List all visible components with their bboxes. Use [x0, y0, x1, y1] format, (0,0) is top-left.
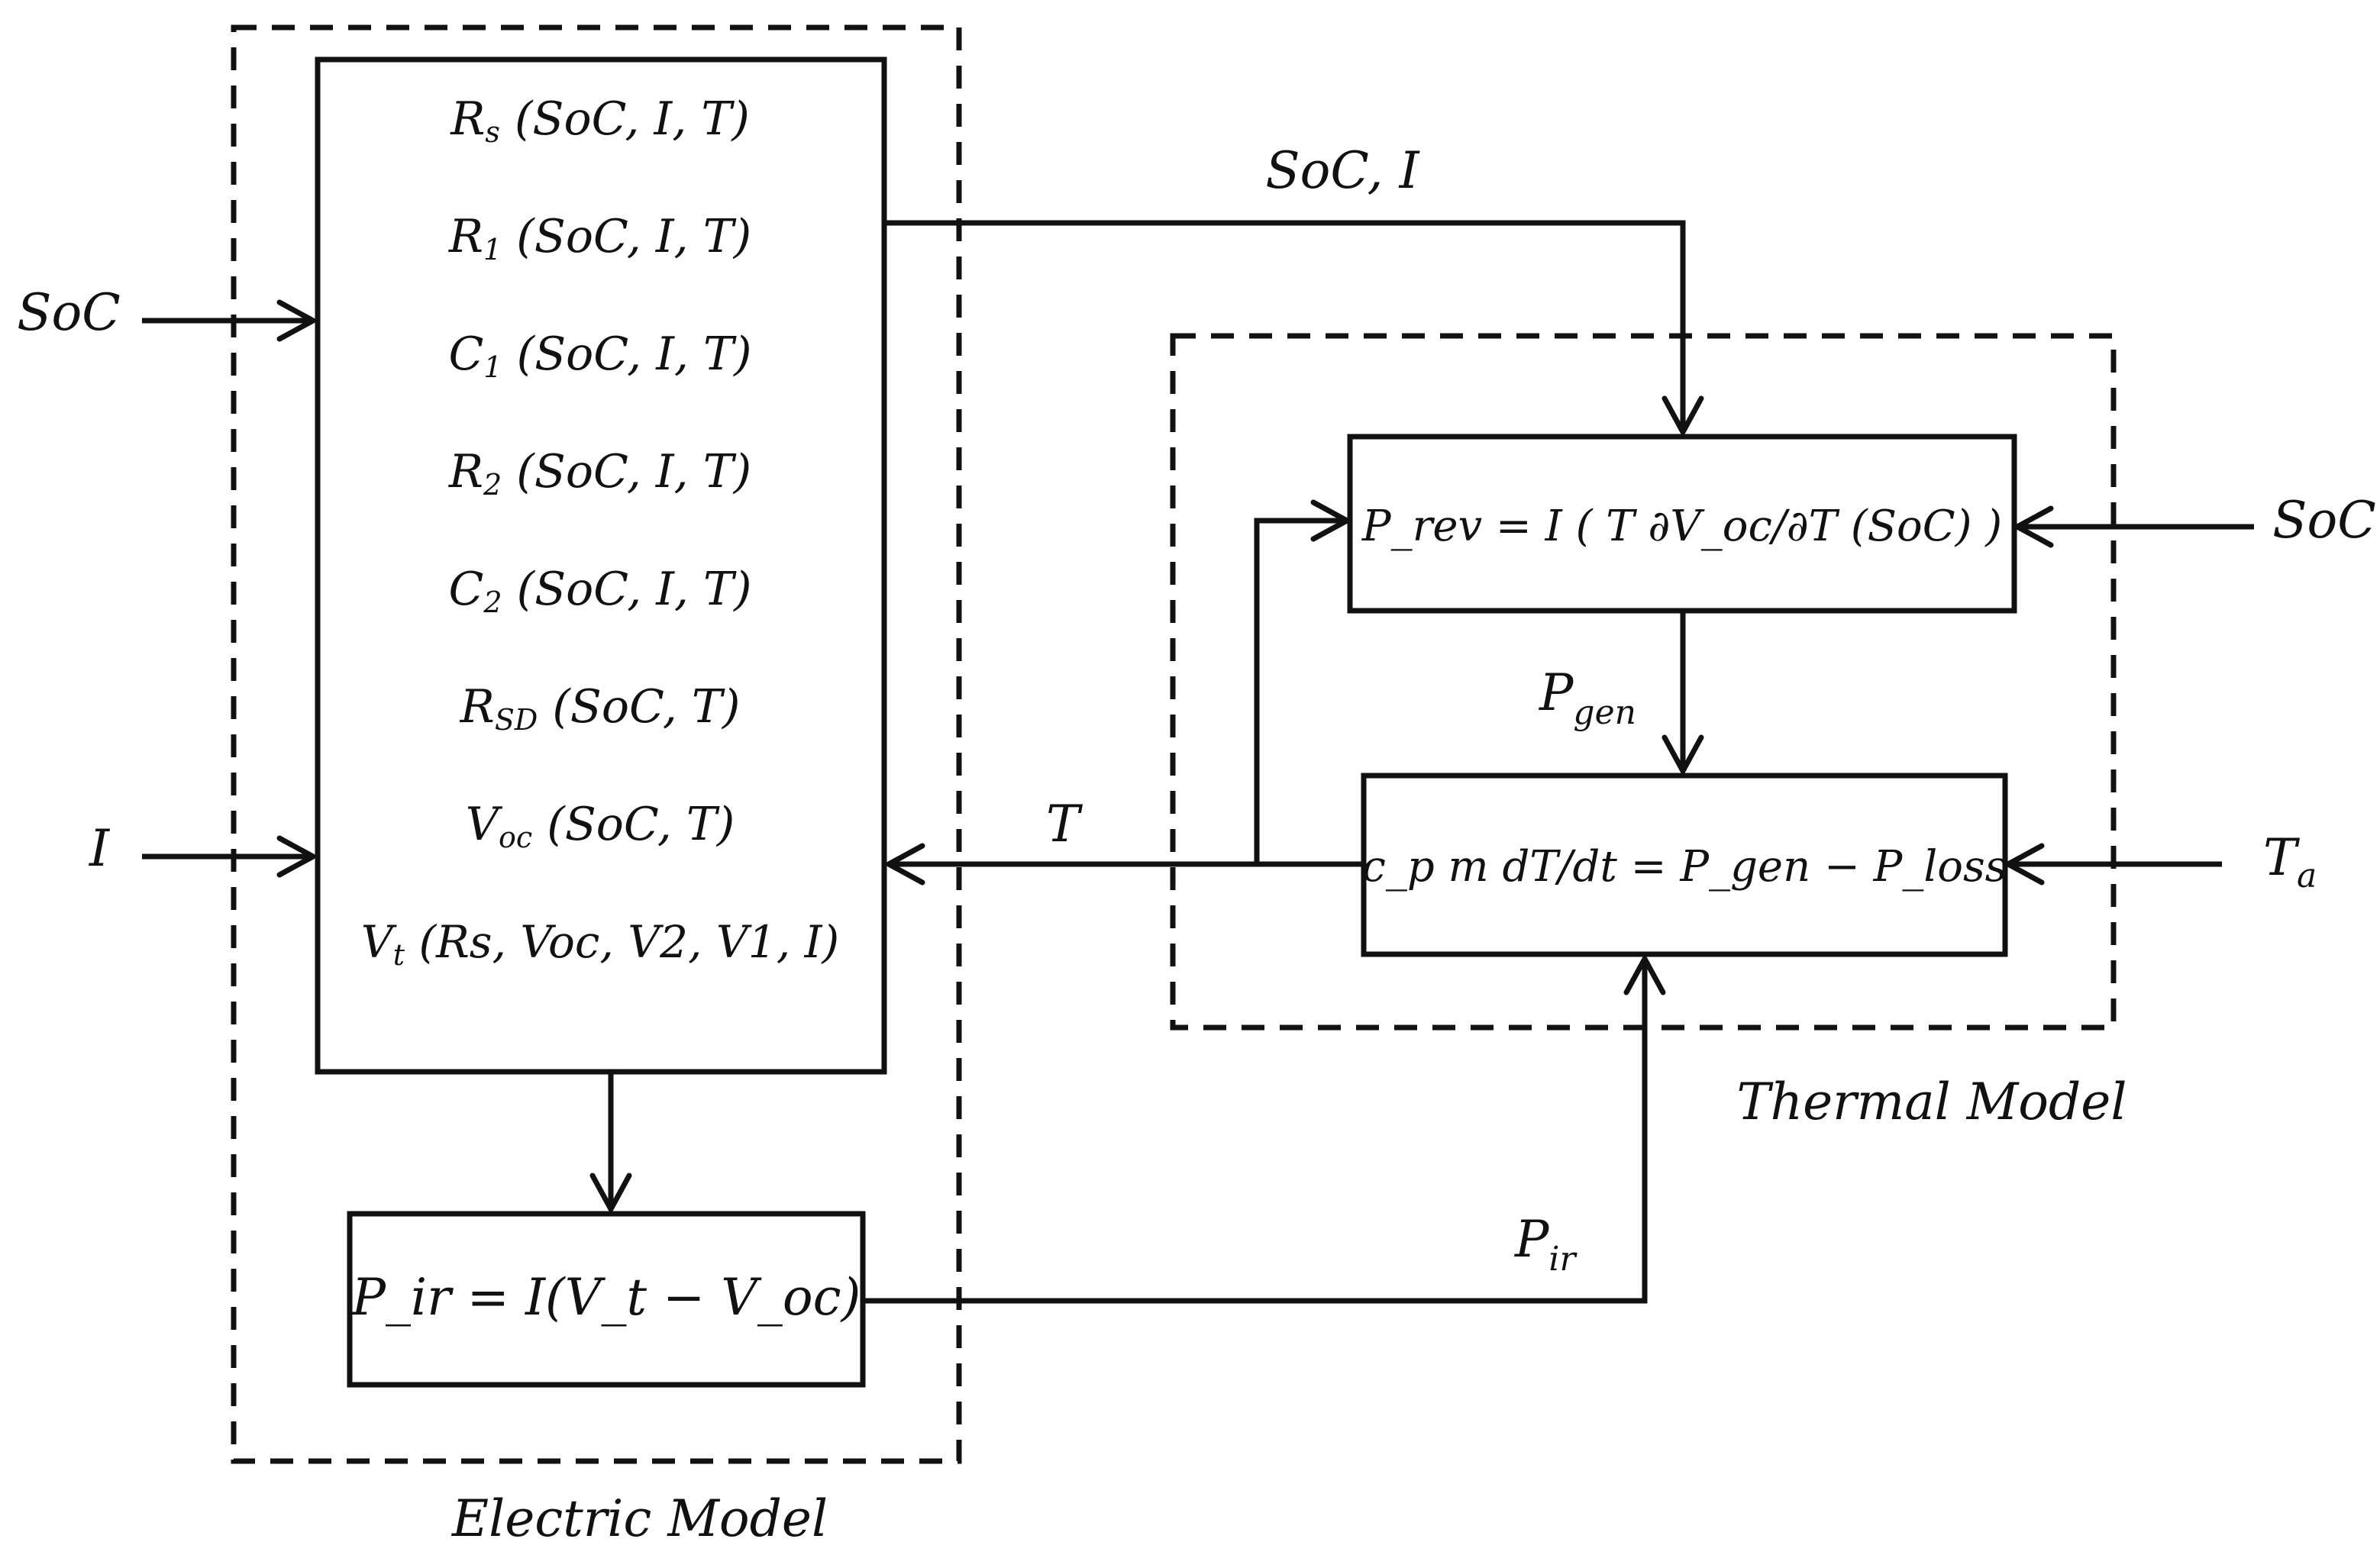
param-rsd: RSD (SoC, T): [460, 680, 741, 737]
soc-i-top-label: SoC, I: [1265, 141, 1420, 200]
temperature-feedback-label: T: [1046, 795, 1083, 853]
ambient-temp-input-arrowhead: [2005, 843, 2045, 886]
pir-to-heat-balance-line: [863, 963, 1648, 1304]
soc-right-label: SoC: [2272, 491, 2375, 550]
param-rs: Rs (SoC, I, T): [450, 92, 750, 149]
electric-model-boundary: [231, 24, 962, 1464]
soc-i-to-prev-arrowhead: [1661, 395, 1704, 435]
soc-right-input-arrowhead: [2014, 505, 2054, 548]
temperature-feedback-arrowhead: [886, 843, 925, 886]
pir-equation: P_ir = I(V_t − V_oc): [351, 1268, 861, 1327]
prev-equation: P_rev = I ( T ∂V_oc/∂T (SoC) ): [1361, 502, 2002, 551]
current-left-label: I: [89, 819, 111, 878]
param-r1: R1 (SoC, I, T): [448, 210, 751, 266]
current-input-arrowhead: [276, 835, 316, 878]
temperature-to-prev-line: [1254, 518, 1342, 864]
param-vt: Vt (Rs, Voc, V2, V1, I): [361, 916, 839, 972]
param-r2: R2 (SoC, I, T): [448, 445, 751, 502]
heat-equation: c_p m dT/dt = P_gen − P_loss: [1362, 842, 2007, 892]
thermal-model-caption: Thermal Model: [1737, 1073, 2127, 1131]
temperature-to-prev-arrowhead: [1310, 499, 1350, 542]
params-to-pir-arrowhead: [589, 1173, 632, 1212]
pir-label: Pir: [1514, 1210, 1578, 1279]
soc-i-to-prev-line: [884, 220, 1686, 429]
pgen-label: Pgen: [1539, 663, 1636, 732]
pgen-arrowhead: [1661, 734, 1704, 774]
param-c1: C1 (SoC, I, T): [448, 327, 751, 384]
soc-input-arrowhead: [276, 299, 316, 342]
irreversible-heat-block: [347, 1211, 866, 1388]
param-c2: C2 (SoC, I, T): [448, 563, 751, 619]
electric-model-caption: Electric Model: [451, 1489, 828, 1548]
pir-to-heat-balance-arrowhead: [1623, 956, 1666, 995]
parameter-list: Rs (SoC, I, T) R1 (SoC, I, T) C1 (SoC, I…: [361, 92, 839, 972]
parameter-block: [315, 56, 887, 1075]
param-voc: Voc (SoC, T): [466, 798, 735, 854]
soc-left-label: SoC: [17, 283, 120, 342]
ambient-temp-label: Ta: [2263, 828, 2317, 895]
